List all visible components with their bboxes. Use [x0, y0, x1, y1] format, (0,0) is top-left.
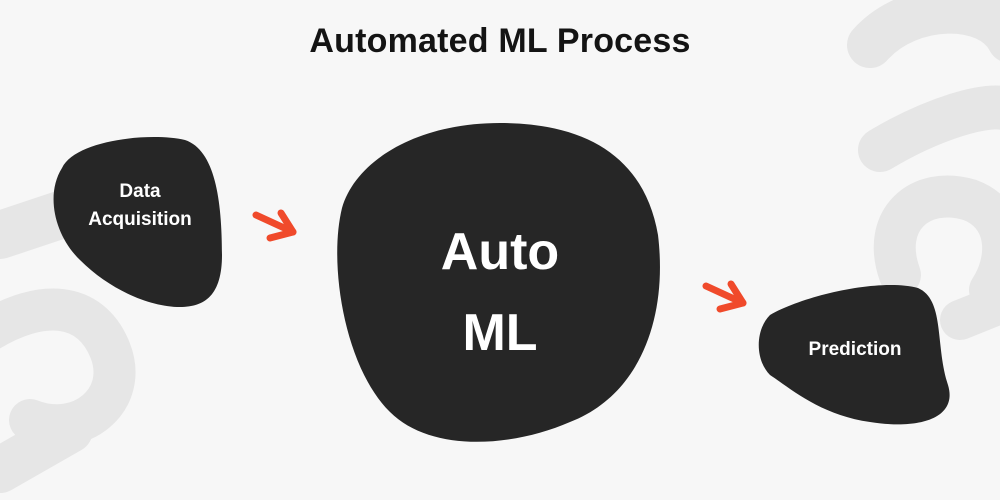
prediction-label: Prediction	[808, 339, 902, 360]
automl-label: Auto ML	[440, 223, 560, 362]
data-acquisition-label: Data Acquisition	[88, 181, 192, 230]
data-acquisition-blob	[53, 137, 222, 307]
automl-blob	[337, 123, 660, 442]
diagram-title: Automated ML Process	[309, 22, 691, 60]
arrow-data-to-automl	[252, 209, 297, 242]
arrow-automl-to-prediction	[702, 280, 747, 313]
prediction-blob	[758, 285, 950, 425]
